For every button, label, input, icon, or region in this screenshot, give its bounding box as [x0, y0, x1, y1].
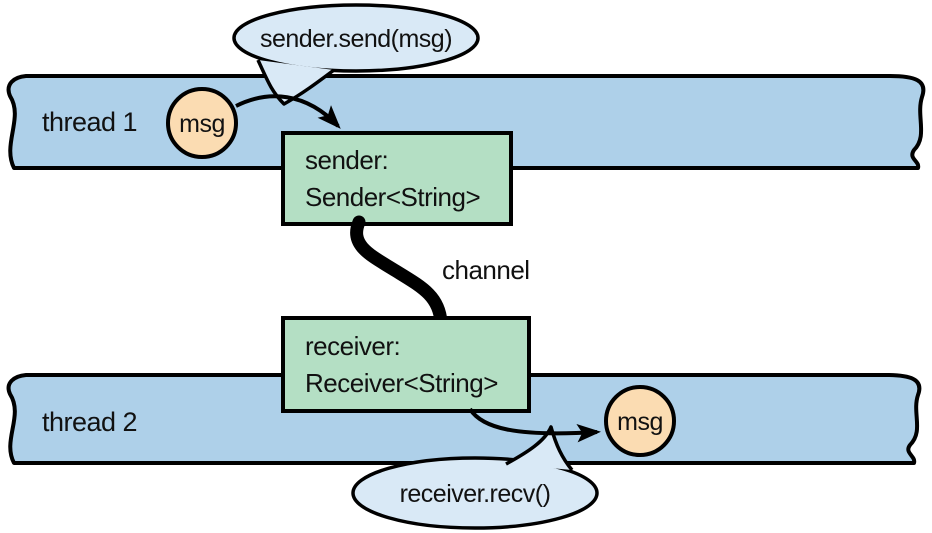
thread2-label: thread 2	[42, 407, 137, 437]
recv-arrow	[468, 407, 601, 443]
receiver-box-name: receiver:	[305, 331, 400, 361]
sender-call-bubble	[232, 3, 480, 73]
sender-box-type: Sender<String>	[305, 182, 480, 212]
receiver-call-bubble	[351, 456, 599, 530]
thread2-band	[6, 373, 922, 465]
thread1-band	[6, 74, 926, 170]
sender-call-bubble-tail	[256, 59, 336, 106]
receiver-box-type: Receiver<String>	[305, 368, 498, 398]
sender-call-label: sender.send(msg)	[260, 25, 452, 53]
sender-box	[281, 131, 513, 226]
msg-label-thread1: msg	[179, 110, 225, 138]
receiver-call-label: receiver.recv()	[400, 480, 551, 508]
receiver-box	[281, 316, 531, 413]
send-arrow	[235, 94, 341, 129]
msg-label-thread2: msg	[617, 408, 663, 436]
msg-circle-thread1	[166, 87, 238, 159]
channel-label: channel	[442, 255, 530, 285]
thread1-label: thread 1	[42, 107, 137, 137]
msg-circle-thread2	[604, 385, 676, 457]
receiver-call-bubble-tail	[505, 425, 574, 472]
channel-curve	[350, 215, 448, 329]
sender-box-name: sender:	[305, 145, 388, 175]
